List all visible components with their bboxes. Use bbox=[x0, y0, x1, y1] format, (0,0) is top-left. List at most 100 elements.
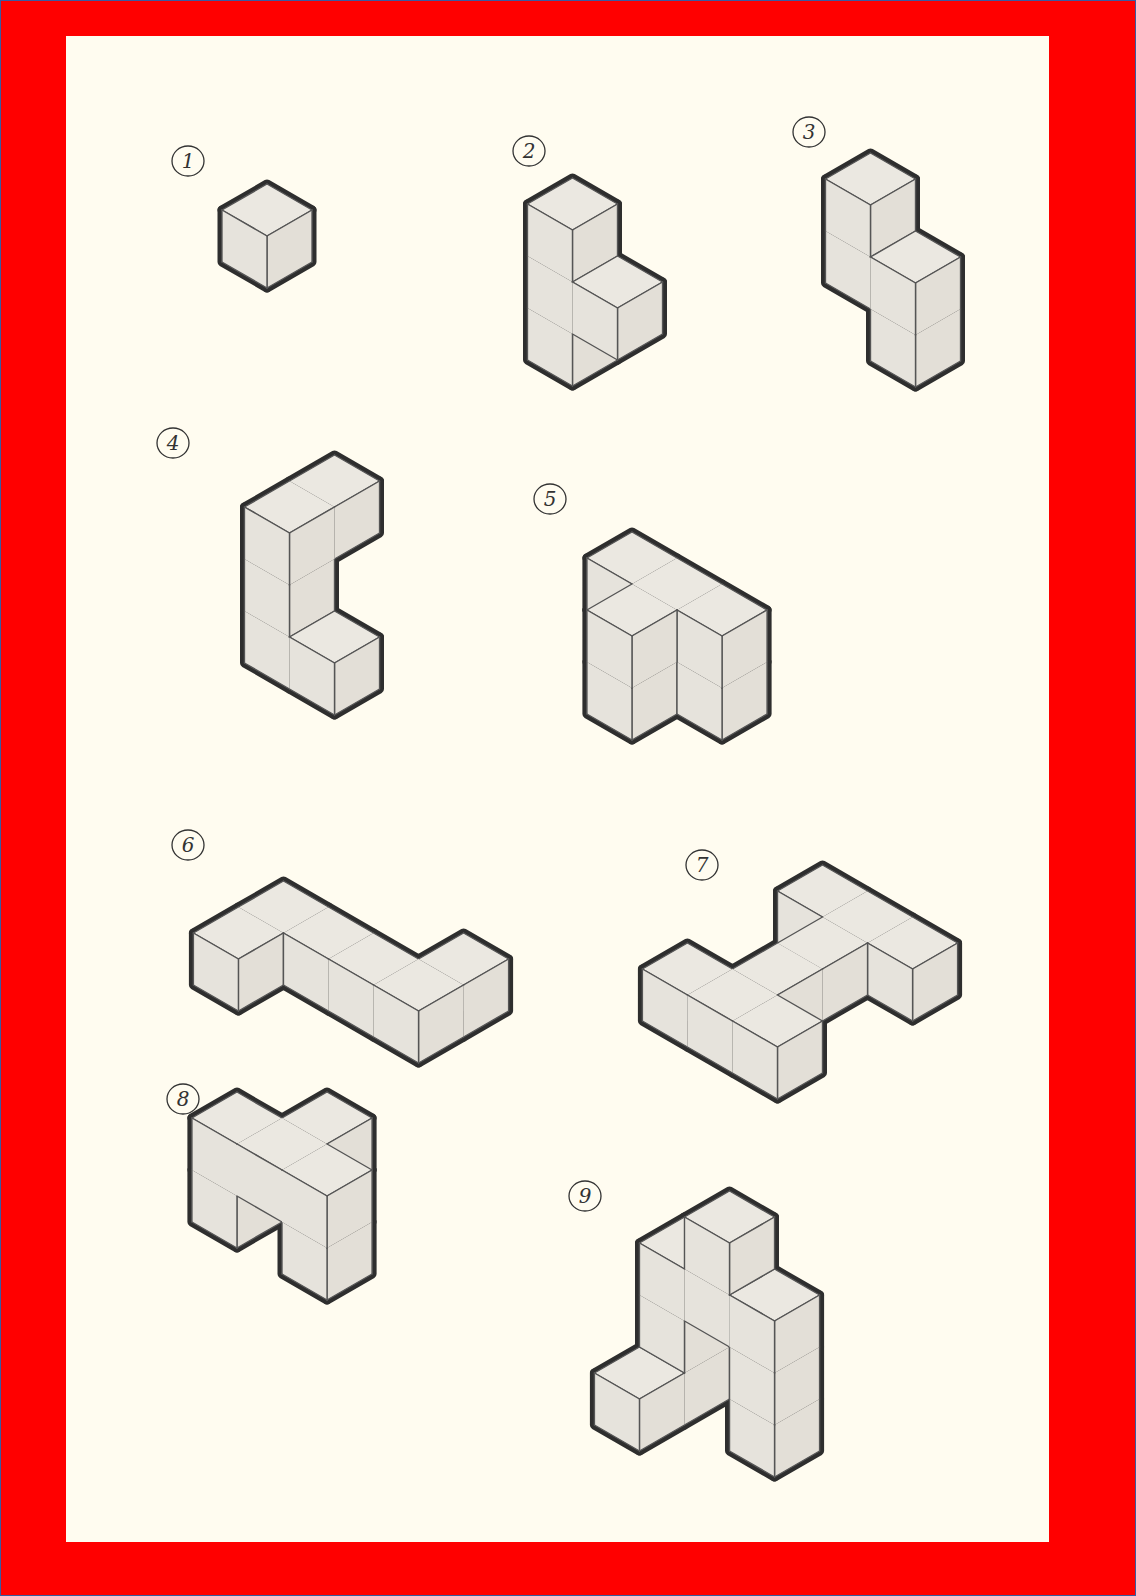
number-circles bbox=[157, 117, 825, 1211]
cube-edge bbox=[957, 943, 958, 995]
cube-edge bbox=[244, 507, 245, 559]
cube-edge bbox=[687, 1047, 732, 1073]
cube-edge bbox=[777, 891, 778, 943]
cube-face bbox=[733, 1021, 778, 1099]
cube-face bbox=[335, 637, 380, 715]
cube-edge bbox=[281, 1222, 282, 1274]
cube-edge bbox=[729, 1399, 730, 1451]
cube-edge bbox=[334, 663, 335, 715]
polycube-figure bbox=[193, 881, 508, 1063]
cube-edge bbox=[238, 959, 239, 1011]
cube-edge bbox=[774, 1425, 775, 1477]
cube-edge bbox=[729, 1347, 730, 1399]
cube-edge bbox=[283, 881, 328, 907]
cube-edge bbox=[572, 204, 617, 230]
cube-edge bbox=[222, 210, 267, 236]
cube-edge bbox=[766, 610, 767, 662]
cube-edge bbox=[775, 1451, 820, 1477]
cube-edge bbox=[289, 585, 290, 637]
cube-edge bbox=[266, 236, 267, 288]
polycube-figure bbox=[587, 532, 767, 740]
cube-edge bbox=[639, 1399, 640, 1451]
figure-outline bbox=[245, 455, 380, 715]
cube-edge bbox=[222, 184, 267, 210]
cube-edge bbox=[328, 959, 373, 985]
cube-edge bbox=[825, 179, 826, 231]
cube-face bbox=[640, 1243, 685, 1321]
cube-edge bbox=[191, 1170, 192, 1222]
cube-edge bbox=[222, 262, 267, 288]
cube-edge bbox=[868, 995, 913, 1021]
cube-edge bbox=[594, 1425, 639, 1451]
cube-edge bbox=[819, 1399, 820, 1451]
cube-edge bbox=[915, 283, 916, 335]
cube-edge bbox=[594, 1373, 639, 1399]
cube-face bbox=[245, 507, 290, 585]
cube-edge bbox=[730, 1191, 775, 1217]
cube-edge bbox=[632, 532, 677, 558]
cube-edge bbox=[283, 985, 328, 1011]
cube-edge bbox=[868, 891, 913, 917]
cube-edge bbox=[870, 153, 915, 179]
cube-face bbox=[329, 959, 374, 1037]
polycube-figure bbox=[222, 184, 312, 288]
cube-edge bbox=[687, 995, 732, 1021]
cube-face bbox=[640, 1373, 685, 1451]
figure-faces bbox=[825, 153, 960, 387]
cube-edge bbox=[328, 1011, 373, 1037]
cube-face bbox=[193, 933, 238, 1011]
cube-face bbox=[642, 969, 687, 1047]
figure-outline bbox=[594, 1191, 819, 1477]
number-circle bbox=[513, 136, 545, 166]
cube-face bbox=[868, 943, 913, 1021]
cube-edge bbox=[774, 1425, 775, 1477]
cube-edge bbox=[642, 943, 687, 969]
callout-number: 1 bbox=[182, 151, 195, 171]
figure-outline bbox=[193, 881, 508, 1063]
cube-edge bbox=[729, 1243, 730, 1295]
cube-edge bbox=[237, 1092, 282, 1118]
callout-number: 7 bbox=[696, 855, 709, 875]
cube-face bbox=[687, 995, 732, 1073]
cube-edge bbox=[777, 865, 822, 891]
cube-edge bbox=[379, 481, 380, 533]
polycube-figure bbox=[192, 1092, 372, 1300]
cube-edge bbox=[775, 1269, 820, 1295]
cube-edge bbox=[915, 335, 916, 387]
cube-edge bbox=[572, 334, 573, 386]
cube-edge bbox=[676, 662, 677, 714]
cube-edge bbox=[587, 584, 632, 610]
cube-face bbox=[677, 610, 722, 688]
cube-edge bbox=[193, 933, 194, 985]
cube-edge bbox=[825, 231, 826, 283]
cube-edge bbox=[870, 205, 871, 257]
figure-faces bbox=[244, 455, 379, 715]
cube-edge bbox=[289, 533, 290, 585]
callout-number: 3 bbox=[803, 122, 816, 142]
number-circle bbox=[157, 428, 189, 458]
cube-edge bbox=[283, 933, 284, 985]
cube-edge bbox=[371, 1222, 372, 1274]
cube-edge bbox=[418, 1011, 419, 1063]
cube-face bbox=[237, 1144, 282, 1222]
figure-faces bbox=[527, 178, 662, 386]
cube-edge bbox=[916, 257, 961, 283]
cube-edge bbox=[777, 1073, 822, 1099]
cube-edge bbox=[642, 969, 643, 1021]
cube-edge bbox=[867, 943, 868, 995]
cube-edge bbox=[237, 1222, 282, 1248]
cube-edge bbox=[508, 959, 509, 1011]
cube-edge bbox=[913, 995, 958, 1021]
cube-face bbox=[632, 610, 677, 688]
cube-face bbox=[573, 282, 618, 360]
cube-edge bbox=[676, 610, 677, 662]
cube-edge bbox=[777, 1047, 778, 1099]
cube-edge bbox=[730, 1269, 775, 1295]
cube-edge bbox=[289, 585, 290, 637]
callout-number: 6 bbox=[182, 835, 195, 855]
cube-face bbox=[730, 1295, 775, 1373]
cube-face bbox=[290, 637, 335, 715]
cube-edge bbox=[326, 1248, 327, 1300]
cube-edge bbox=[335, 481, 380, 507]
cube-edge bbox=[572, 282, 617, 308]
